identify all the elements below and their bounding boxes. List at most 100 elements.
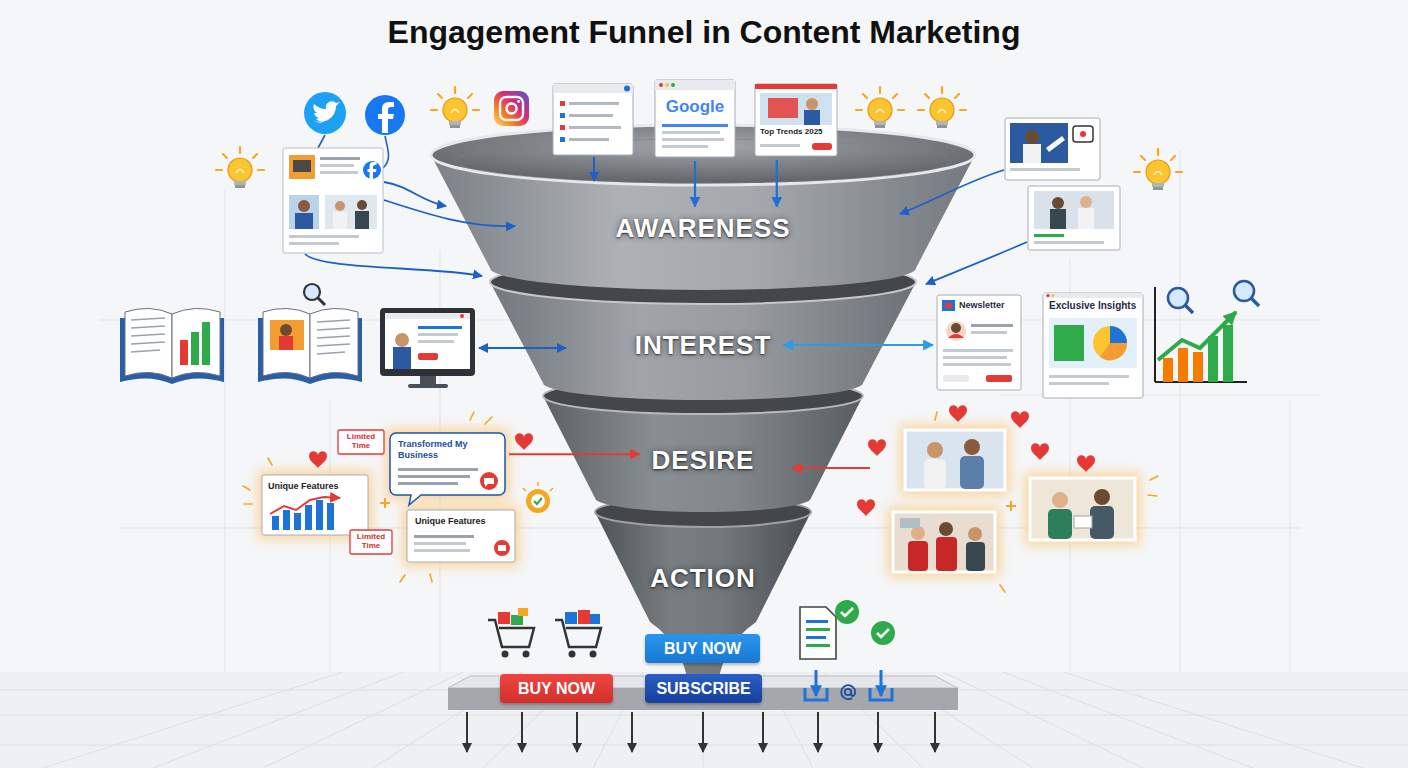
email-card — [593, 157, 595, 181]
stage-label: AWARENESS — [615, 213, 790, 244]
button-label: SUBSCRIBE — [656, 680, 750, 698]
monitor-icon — [418, 353, 438, 360]
monitor-icon — [418, 340, 454, 343]
card-text: Transformed My Business — [398, 439, 497, 461]
lightbulb-icon — [216, 147, 264, 188]
monitor-icon — [420, 376, 436, 384]
button-label: BUY NOW — [664, 640, 741, 658]
book-icon — [131, 318, 165, 320]
social-post-card — [298, 200, 310, 212]
person-figure — [966, 542, 985, 571]
newsletter-card — [943, 356, 1007, 359]
cart-icon — [502, 651, 509, 658]
book-icon — [131, 326, 165, 328]
feature-card — [283, 510, 290, 530]
floor-grid — [943, 672, 1143, 768]
video-card — [1046, 136, 1065, 152]
limited-tag — [338, 430, 384, 454]
social-post-card — [289, 235, 359, 238]
person-figure — [900, 439, 1114, 571]
testimonial-bubble — [398, 468, 478, 471]
platform — [466, 712, 468, 752]
email-card — [569, 126, 621, 129]
search-card — [665, 83, 669, 87]
document-icon — [806, 644, 830, 647]
download-icon — [841, 685, 855, 699]
testimonial-bubble — [398, 475, 470, 478]
cart-icon — [518, 608, 528, 616]
person-figure — [939, 522, 953, 536]
spark-ray — [935, 412, 937, 420]
testimonial-bubble — [480, 472, 498, 490]
social-post-card — [289, 242, 339, 245]
video-card — [1073, 126, 1093, 142]
growth-chart — [1154, 287, 1156, 382]
feature-card — [498, 545, 506, 551]
document-icon — [806, 620, 828, 623]
document-icon — [806, 628, 830, 631]
spark-ray — [430, 574, 432, 582]
article-card — [768, 98, 798, 118]
heart-icon — [1031, 443, 1049, 460]
floor-grid — [0, 672, 1408, 768]
book-icon — [131, 318, 165, 352]
floor-grid — [0, 672, 1408, 768]
book-icon — [125, 308, 172, 378]
monitor-icon — [385, 313, 470, 369]
heart-icon — [868, 439, 886, 456]
person-figure — [927, 442, 943, 458]
platform — [521, 712, 523, 752]
flow-connector — [509, 453, 640, 455]
social-post-card — [335, 201, 345, 211]
magnifier-icon — [1185, 305, 1193, 313]
download-icon — [880, 670, 883, 696]
video-card — [1080, 131, 1086, 137]
floor-grid — [263, 672, 463, 768]
newsletter-card — [943, 363, 1011, 366]
person-figure — [900, 518, 920, 528]
cart-icon — [498, 612, 510, 624]
social-post-card — [320, 171, 358, 174]
article-card — [755, 84, 837, 156]
heart-icon — [1011, 411, 1029, 428]
badge-icon — [550, 488, 553, 491]
heart-icon — [1077, 455, 1095, 472]
cta-button: SUBSCRIBE — [645, 674, 762, 703]
monitor-icon — [460, 314, 464, 318]
card-text: Google — [666, 97, 725, 117]
growth-chart — [1178, 348, 1188, 382]
insights-card — [1046, 294, 1049, 297]
newsletter-card — [971, 331, 1007, 334]
video-card — [1023, 144, 1041, 163]
lightbulb-icon — [1134, 149, 1182, 190]
platform — [467, 712, 935, 752]
card-text: Unique Features — [415, 516, 486, 526]
growth-chart — [1208, 336, 1218, 382]
flow-arrow — [900, 170, 1004, 214]
funnel-band: AWARENESS — [607, 211, 798, 246]
card-glow — [1025, 473, 1140, 545]
video-card — [1025, 130, 1039, 144]
book-icon — [131, 334, 165, 336]
growth-chart — [1163, 358, 1173, 382]
email-card — [560, 113, 565, 118]
growth-chart — [1223, 325, 1233, 382]
limited-tag — [350, 530, 392, 554]
floor-grid — [43, 672, 343, 768]
social-post-card — [293, 160, 311, 172]
person-figure — [911, 526, 925, 540]
testimonial-photo — [893, 512, 995, 572]
flow-arrow — [305, 254, 482, 276]
cart-icon — [523, 651, 530, 658]
book-icon — [258, 308, 362, 384]
platform — [817, 712, 819, 752]
search-card — [659, 83, 663, 87]
newsletter-card — [937, 295, 1021, 390]
person-figure — [964, 439, 980, 455]
twitter-icon — [304, 92, 346, 134]
floor-grid — [153, 672, 403, 768]
testimonial-bubble — [398, 482, 458, 485]
grid-line — [1180, 150, 1181, 672]
cart-icon — [555, 610, 601, 658]
